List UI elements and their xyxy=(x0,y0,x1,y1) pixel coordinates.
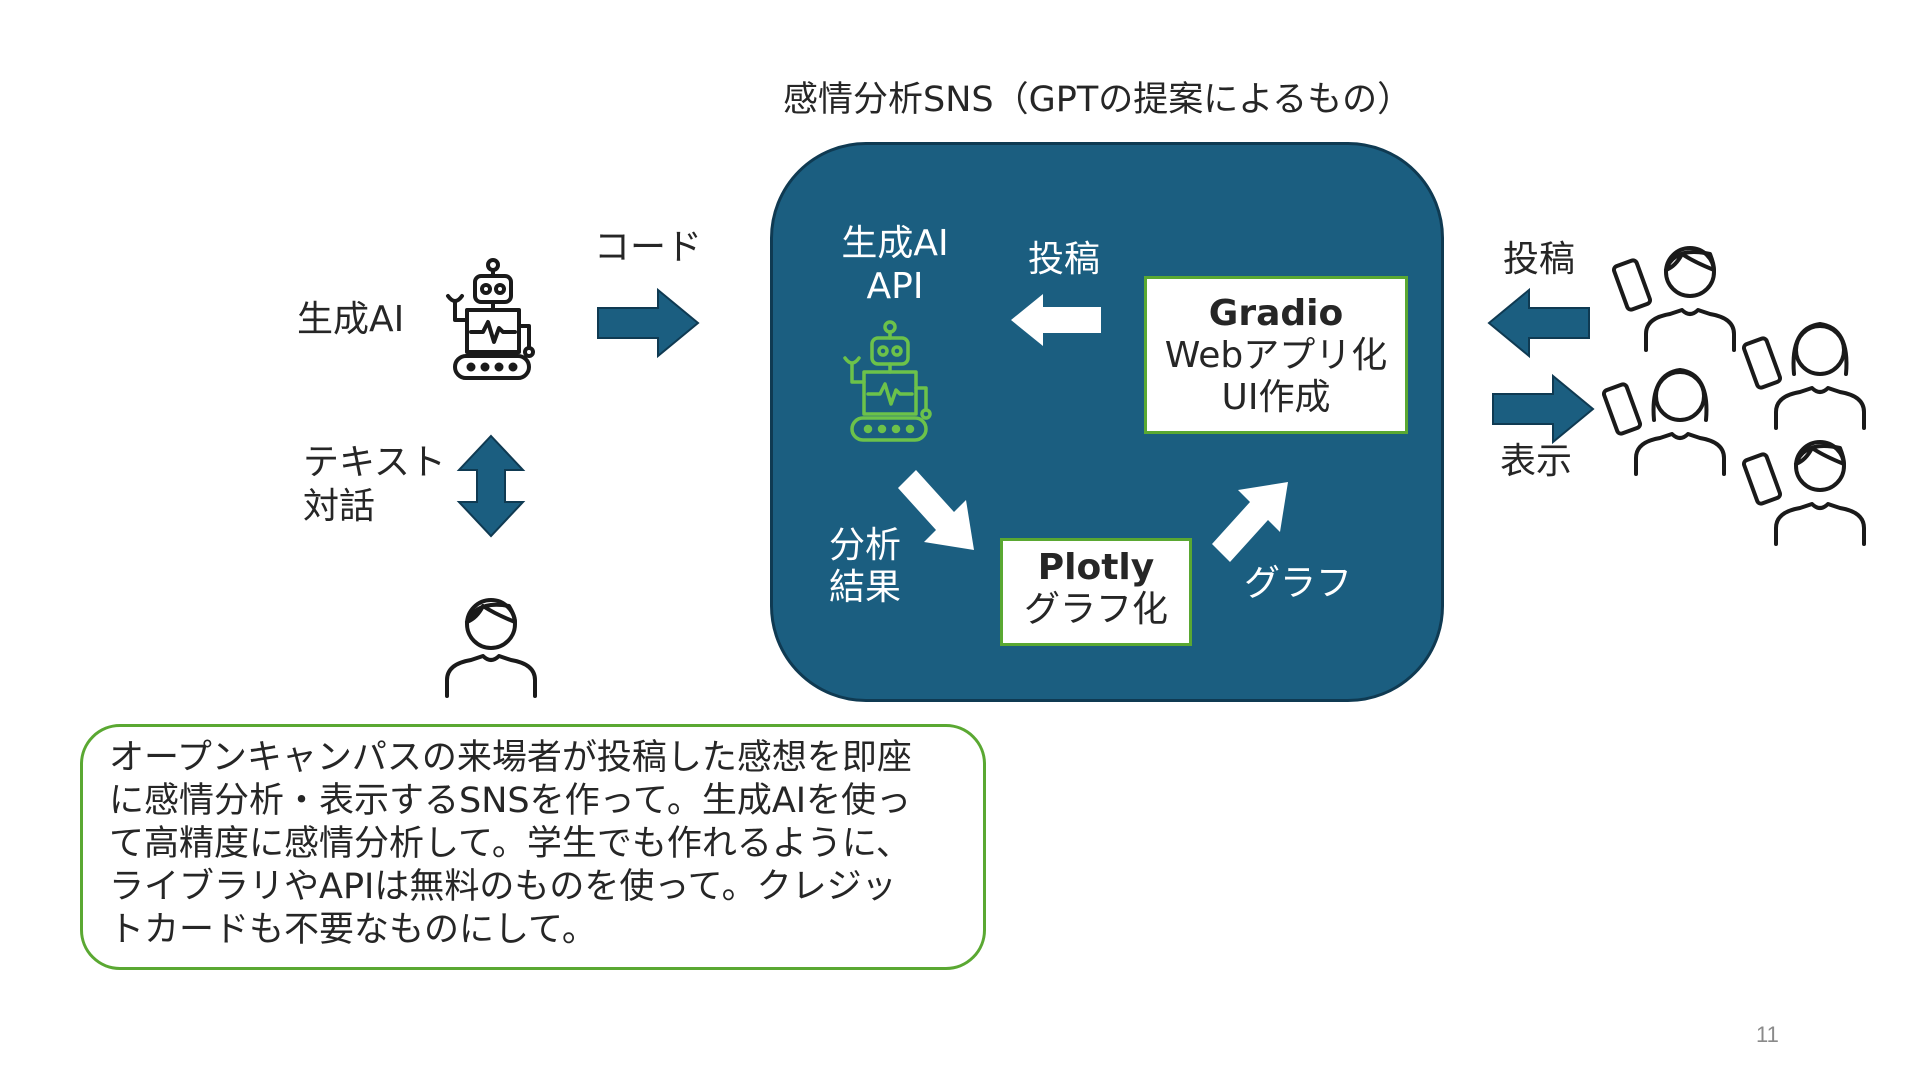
arrow-left-icon xyxy=(1487,287,1590,359)
arrow-left-white-icon xyxy=(1011,294,1101,346)
panel-post-label: 投稿 xyxy=(1028,239,1101,280)
right-post-label: 投稿 xyxy=(1503,239,1576,280)
prompt-line: ライブラリやAPIは無料のものを使って。クレジッ xyxy=(109,867,897,907)
analysis-result-label-line2: 結果 xyxy=(829,567,902,608)
gradio-line2: UI作成 xyxy=(1221,377,1331,418)
prompt-line: て高精度に感情分析して。学生でも作れるように、 xyxy=(109,824,911,864)
genai-api-label-line2: API xyxy=(866,266,924,307)
gradio-line1: Webアプリ化 xyxy=(1164,335,1388,376)
plotly-box: Plotly グラフ化 xyxy=(1000,538,1192,646)
text-dialogue-label-line1: テキスト xyxy=(303,442,446,483)
robot-icon xyxy=(446,258,535,380)
prompt-line: オープンキャンパスの来場者が投稿した感想を即座 xyxy=(109,738,912,778)
text-dialogue-label-line2: 対話 xyxy=(303,486,376,527)
genai-api-label-line1: 生成AI xyxy=(841,223,949,264)
user-with-phone-icon xyxy=(1741,322,1866,430)
plotly-line1: グラフ化 xyxy=(1023,589,1168,630)
genai-label: 生成AI xyxy=(297,299,405,340)
prompt-box: オープンキャンパスの来場者が投稿した感想を即座 に感情分析・表示するSNSを作っ… xyxy=(80,724,986,970)
arrow-right-icon xyxy=(1492,373,1595,445)
arrow-right-icon xyxy=(597,287,700,359)
analysis-result-label-line1: 分析 xyxy=(829,525,902,566)
arrow-updown-icon xyxy=(456,434,526,538)
page-number: 11 xyxy=(1756,1022,1779,1047)
plotly-title: Plotly xyxy=(1037,547,1155,588)
diagram-title: 感情分析SNS（GPTの提案によるもの） xyxy=(783,80,1413,120)
robot-green-icon xyxy=(843,320,932,442)
gradio-title: Gradio xyxy=(1208,293,1344,334)
code-label: コード xyxy=(594,227,703,268)
graph-label: グラフ xyxy=(1244,563,1353,604)
arrow-down-right-white-icon xyxy=(898,470,974,550)
display-label: 表示 xyxy=(1500,441,1573,482)
arrow-up-right-white-icon xyxy=(1212,482,1288,562)
prompt-line: に感情分析・表示するSNSを作って。生成AIを使っ xyxy=(109,781,912,821)
user-with-phone-icon xyxy=(1741,440,1866,546)
prompt-line: トカードも不要なものにして。 xyxy=(109,910,597,950)
user-with-phone-icon xyxy=(1601,368,1726,476)
person-icon xyxy=(445,598,537,698)
user-with-phone-icon xyxy=(1611,246,1736,352)
gradio-box: Gradio Webアプリ化 UI作成 xyxy=(1144,276,1408,434)
